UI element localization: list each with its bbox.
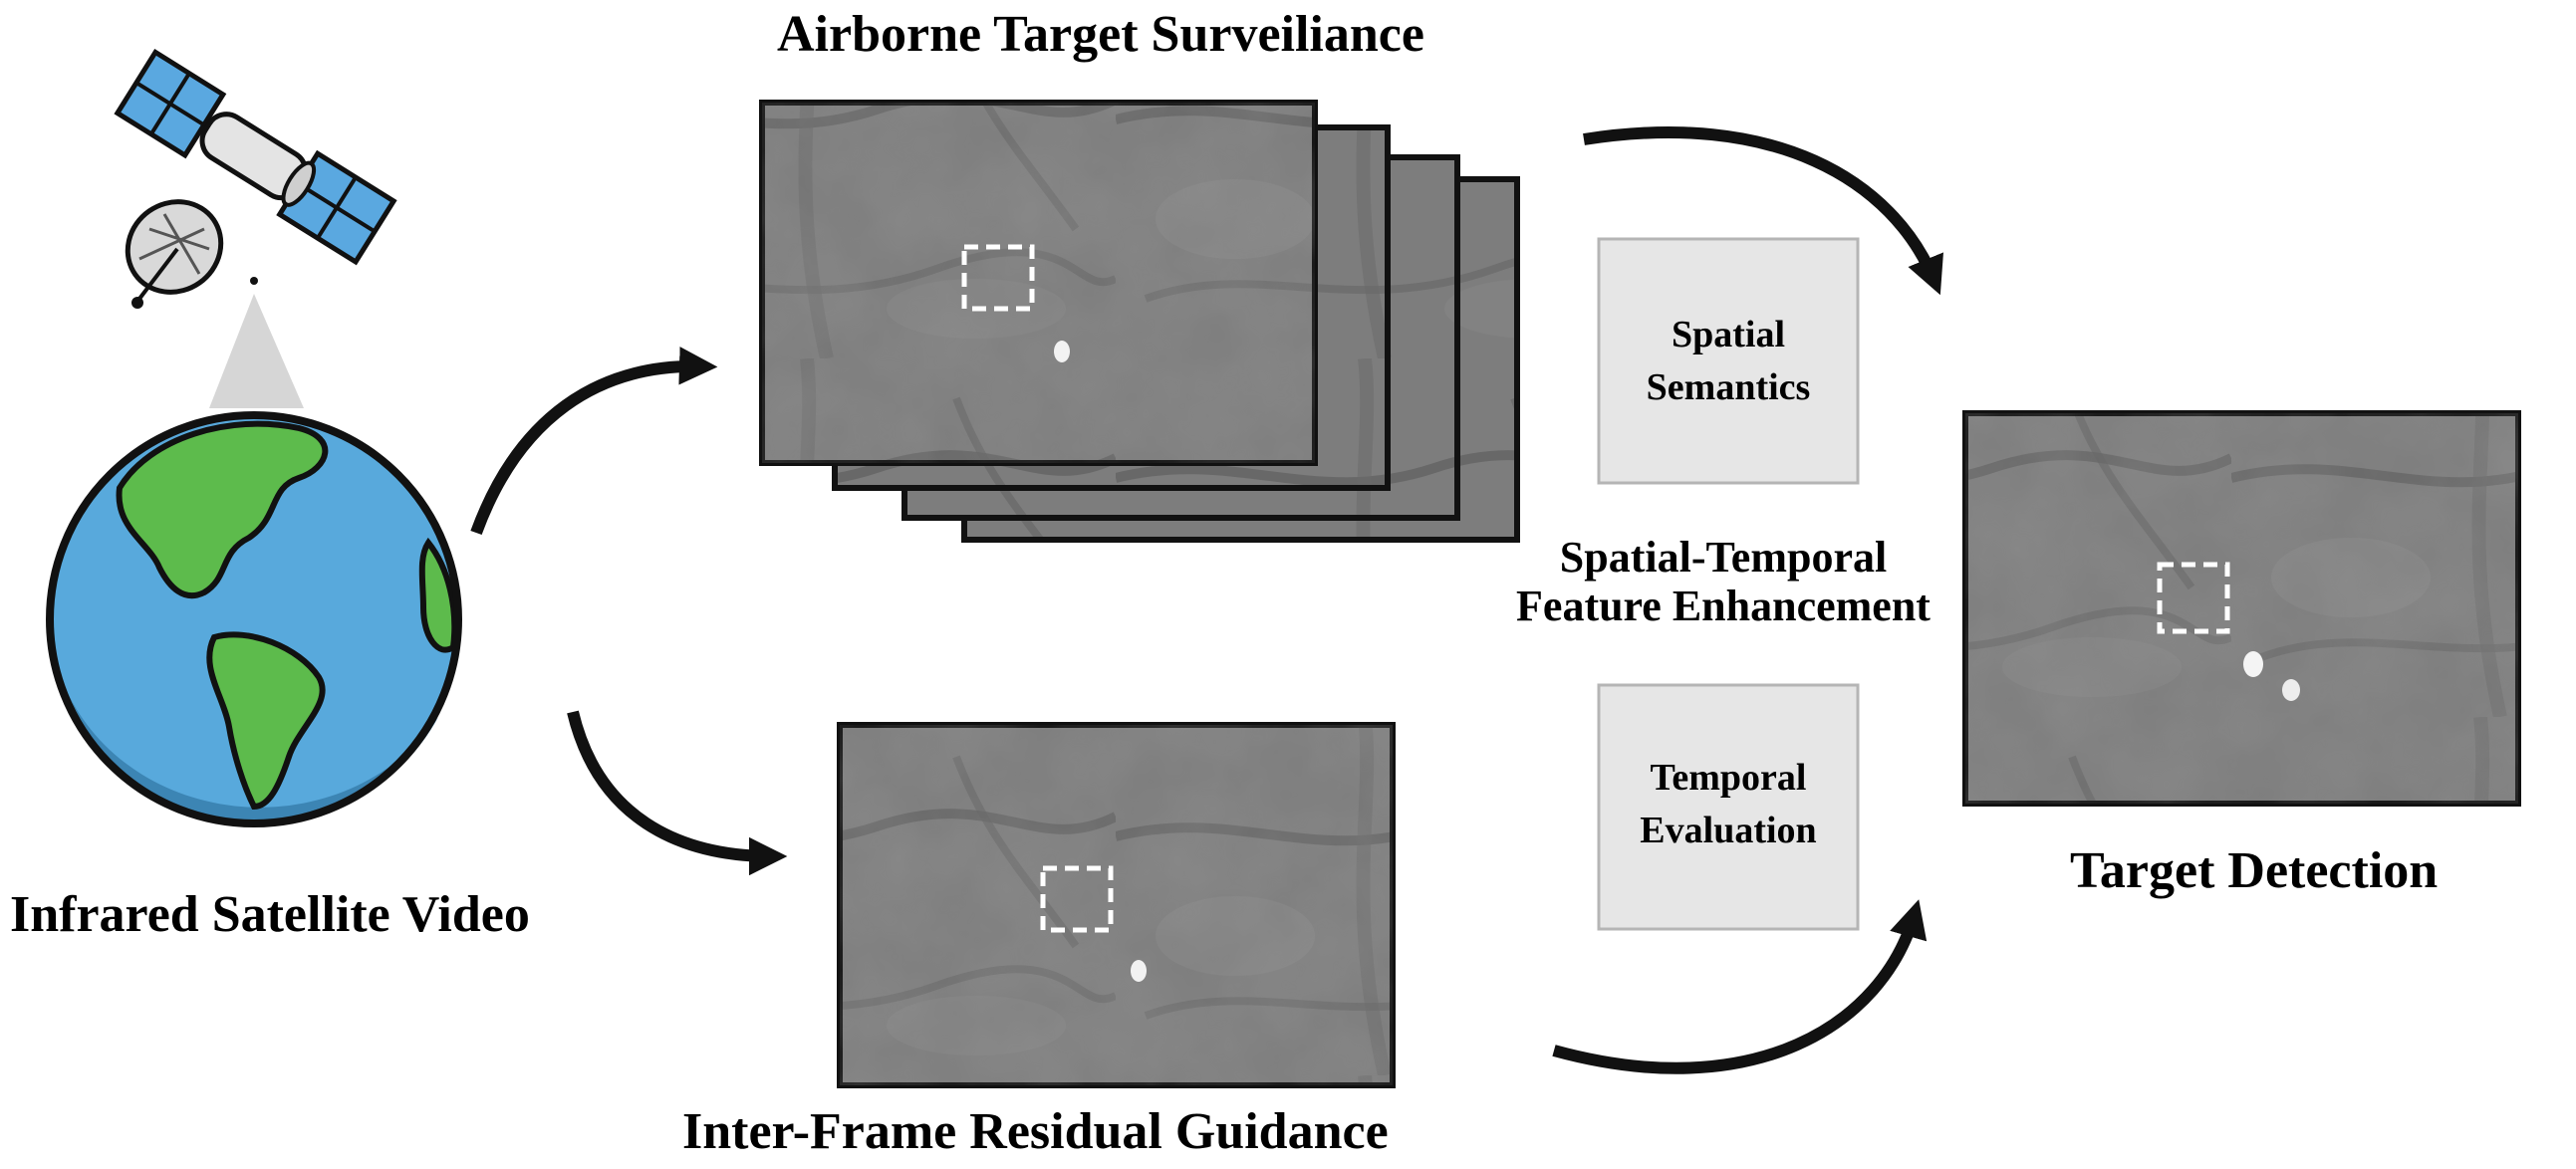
middle-caption: Spatial-Temporal Feature Enhancement <box>1474 533 1972 631</box>
left-caption: Infrared Satellite Video <box>10 886 530 943</box>
target-box <box>2157 562 2230 634</box>
arrow-to-stack <box>470 347 718 536</box>
right-caption: Target Detection <box>2070 842 2439 899</box>
frame-stack <box>759 100 1520 543</box>
residual-frame <box>837 722 1396 1088</box>
satellite-icon <box>114 49 397 309</box>
bottom-caption: Inter-Frame Residual Guidance <box>682 1103 1389 1160</box>
arrow-to-residual <box>567 710 788 876</box>
arrow-to-detection-bottom <box>1552 899 1928 1074</box>
target-blob <box>1131 960 1147 982</box>
spatial-semantics-box <box>1597 237 1860 485</box>
earth-globe-icon <box>46 411 462 827</box>
temporal-line2: Evaluation <box>1640 810 1817 852</box>
target-blob <box>2243 651 2263 677</box>
target-box <box>1040 865 1114 933</box>
arrow-to-detection-top <box>1583 126 1943 296</box>
spatial-line2: Semantics <box>1646 366 1811 409</box>
stacked-frame-front <box>759 100 1318 466</box>
satellite-beam <box>209 294 304 408</box>
spatial-semantics-label: Spatial Semantics <box>1599 309 1858 414</box>
target-blob <box>2282 679 2300 701</box>
temporal-evaluation-label: Temporal Evaluation <box>1599 752 1858 857</box>
spatial-line1: Spatial <box>1671 314 1786 355</box>
target-blob <box>1054 341 1070 362</box>
target-box <box>961 244 1035 312</box>
temporal-evaluation-box <box>1597 683 1860 931</box>
top-title: Airborne Target Surveiliance <box>777 6 1424 63</box>
temporal-line1: Temporal <box>1650 757 1807 799</box>
detection-frame <box>1962 410 2521 807</box>
middle-caption-line1: Spatial-Temporal <box>1559 533 1888 582</box>
middle-caption-line2: Feature Enhancement <box>1516 582 1931 631</box>
